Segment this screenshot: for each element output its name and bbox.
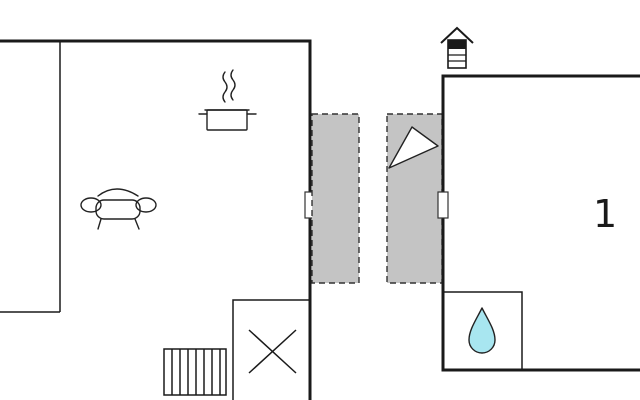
right-building: 1 — [437, 74, 640, 372]
sofa-icon — [80, 188, 157, 230]
right-building-outer-wall — [441, 74, 640, 372]
bathroom-wall — [443, 291, 523, 370]
right-building-door — [437, 191, 449, 219]
compass-icon — [388, 126, 439, 169]
terrace-left — [311, 113, 360, 284]
stairs-icon — [163, 348, 227, 396]
void-room — [232, 299, 310, 400]
left-building — [0, 39, 316, 400]
north-arrow-icon — [440, 26, 474, 69]
cooking-pot-icon — [198, 69, 257, 131]
left-building-outer-wall — [0, 39, 312, 400]
shower-drop-icon — [468, 307, 496, 354]
room-number-label: 1 — [593, 192, 617, 236]
